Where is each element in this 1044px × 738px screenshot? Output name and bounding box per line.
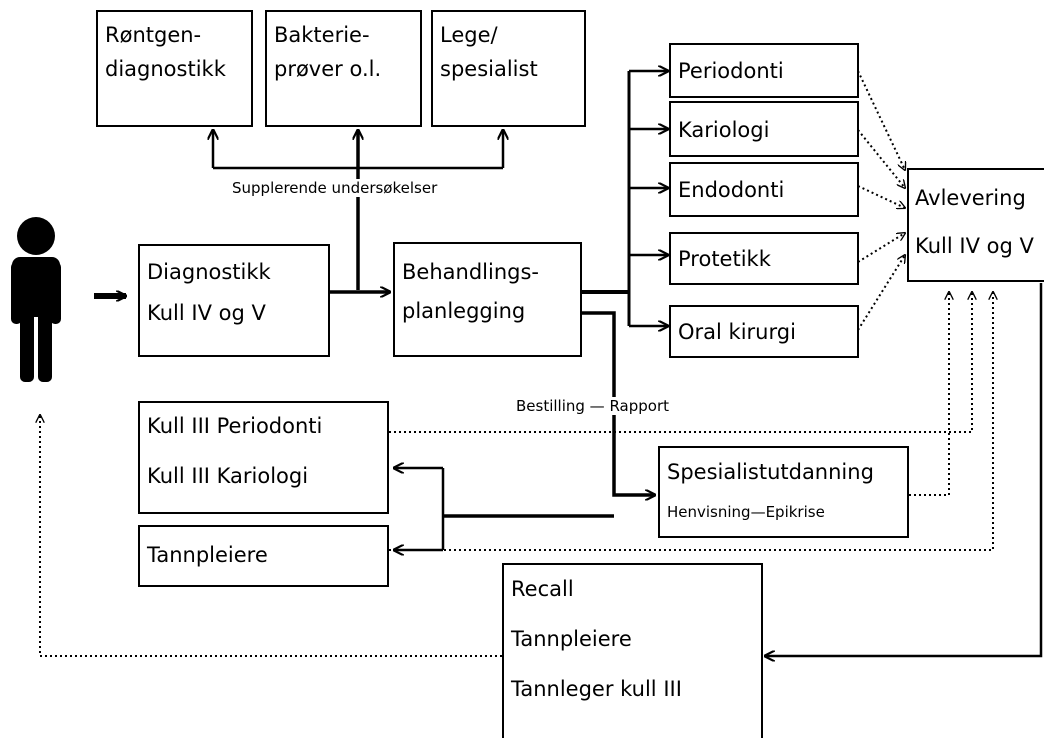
rontgendiagnostikk-line2: diagnostikk bbox=[105, 57, 226, 81]
spesialistutdanning-title: Spesialistutdanning bbox=[667, 460, 874, 484]
oral-kirurgi-box: Oral kirurgi bbox=[669, 305, 859, 358]
periodonti-label: Periodonti bbox=[678, 59, 784, 83]
avlevering-line2: Kull IV og V bbox=[915, 234, 1034, 258]
kull-iii-line1: Kull III Periodonti bbox=[147, 414, 323, 438]
behandlingsplanlegging-line2: planlegging bbox=[402, 299, 526, 323]
tannpleiere-label: Tannpleiere bbox=[147, 543, 268, 567]
spesialistutdanning-box: Spesialistutdanning Henvisning—Epikrise bbox=[658, 446, 909, 538]
bakterieprover-line1: Bakterie- bbox=[274, 23, 370, 47]
kull-iii-box: Kull III Periodonti Kull III Kariologi bbox=[138, 401, 389, 514]
recall-box: Recall Tannpleiere Tannleger kull III bbox=[502, 563, 763, 738]
recall-line2: Tannpleiere bbox=[511, 627, 632, 651]
bakterieprover-box: Bakterie- prøver o.l. bbox=[265, 10, 422, 127]
recall-line1: Recall bbox=[511, 577, 574, 601]
avlevering-line1: Avlevering bbox=[915, 186, 1026, 210]
diagnostikk-line1: Diagnostikk bbox=[147, 260, 271, 284]
bakterieprover-line2: prøver o.l. bbox=[274, 57, 382, 81]
bestilling-rapport-label: Bestilling — Rapport bbox=[514, 397, 672, 415]
tannpleiere-box: Tannpleiere bbox=[138, 525, 389, 587]
spesialistutdanning-subtitle: Henvisning—Epikrise bbox=[667, 503, 825, 521]
oral-kirurgi-label: Oral kirurgi bbox=[678, 320, 796, 344]
recall-line3: Tannleger kull III bbox=[511, 677, 682, 701]
periodonti-box: Periodonti bbox=[669, 43, 859, 98]
lege-spesialist-line2: spesialist bbox=[440, 57, 538, 81]
kariologi-box: Kariologi bbox=[669, 101, 859, 157]
lege-spesialist-box: Lege/ spesialist bbox=[431, 10, 586, 127]
kull-iii-line2: Kull III Kariologi bbox=[147, 464, 309, 488]
diagnostikk-box: Diagnostikk Kull IV og V bbox=[138, 244, 330, 357]
rontgendiagnostikk-box: Røntgen- diagnostikk bbox=[96, 10, 253, 127]
kariologi-label: Kariologi bbox=[678, 118, 770, 142]
rontgendiagnostikk-line1: Røntgen- bbox=[105, 23, 202, 47]
person-silhouette-icon bbox=[11, 217, 61, 382]
diagnostikk-line2: Kull IV og V bbox=[147, 301, 266, 325]
avlevering-box: Avlevering Kull IV og V bbox=[907, 168, 1044, 282]
lege-spesialist-line1: Lege/ bbox=[440, 23, 498, 47]
protetikk-label: Protetikk bbox=[678, 247, 771, 271]
endodonti-box: Endodonti bbox=[669, 162, 859, 217]
behandlingsplanlegging-box: Behandlings- planlegging bbox=[393, 242, 582, 357]
behandlingsplanlegging-line1: Behandlings- bbox=[402, 260, 539, 284]
supplerende-label: Supplerende undersøkelser bbox=[230, 179, 440, 197]
protetikk-box: Protetikk bbox=[669, 232, 859, 285]
endodonti-label: Endodonti bbox=[678, 178, 785, 202]
